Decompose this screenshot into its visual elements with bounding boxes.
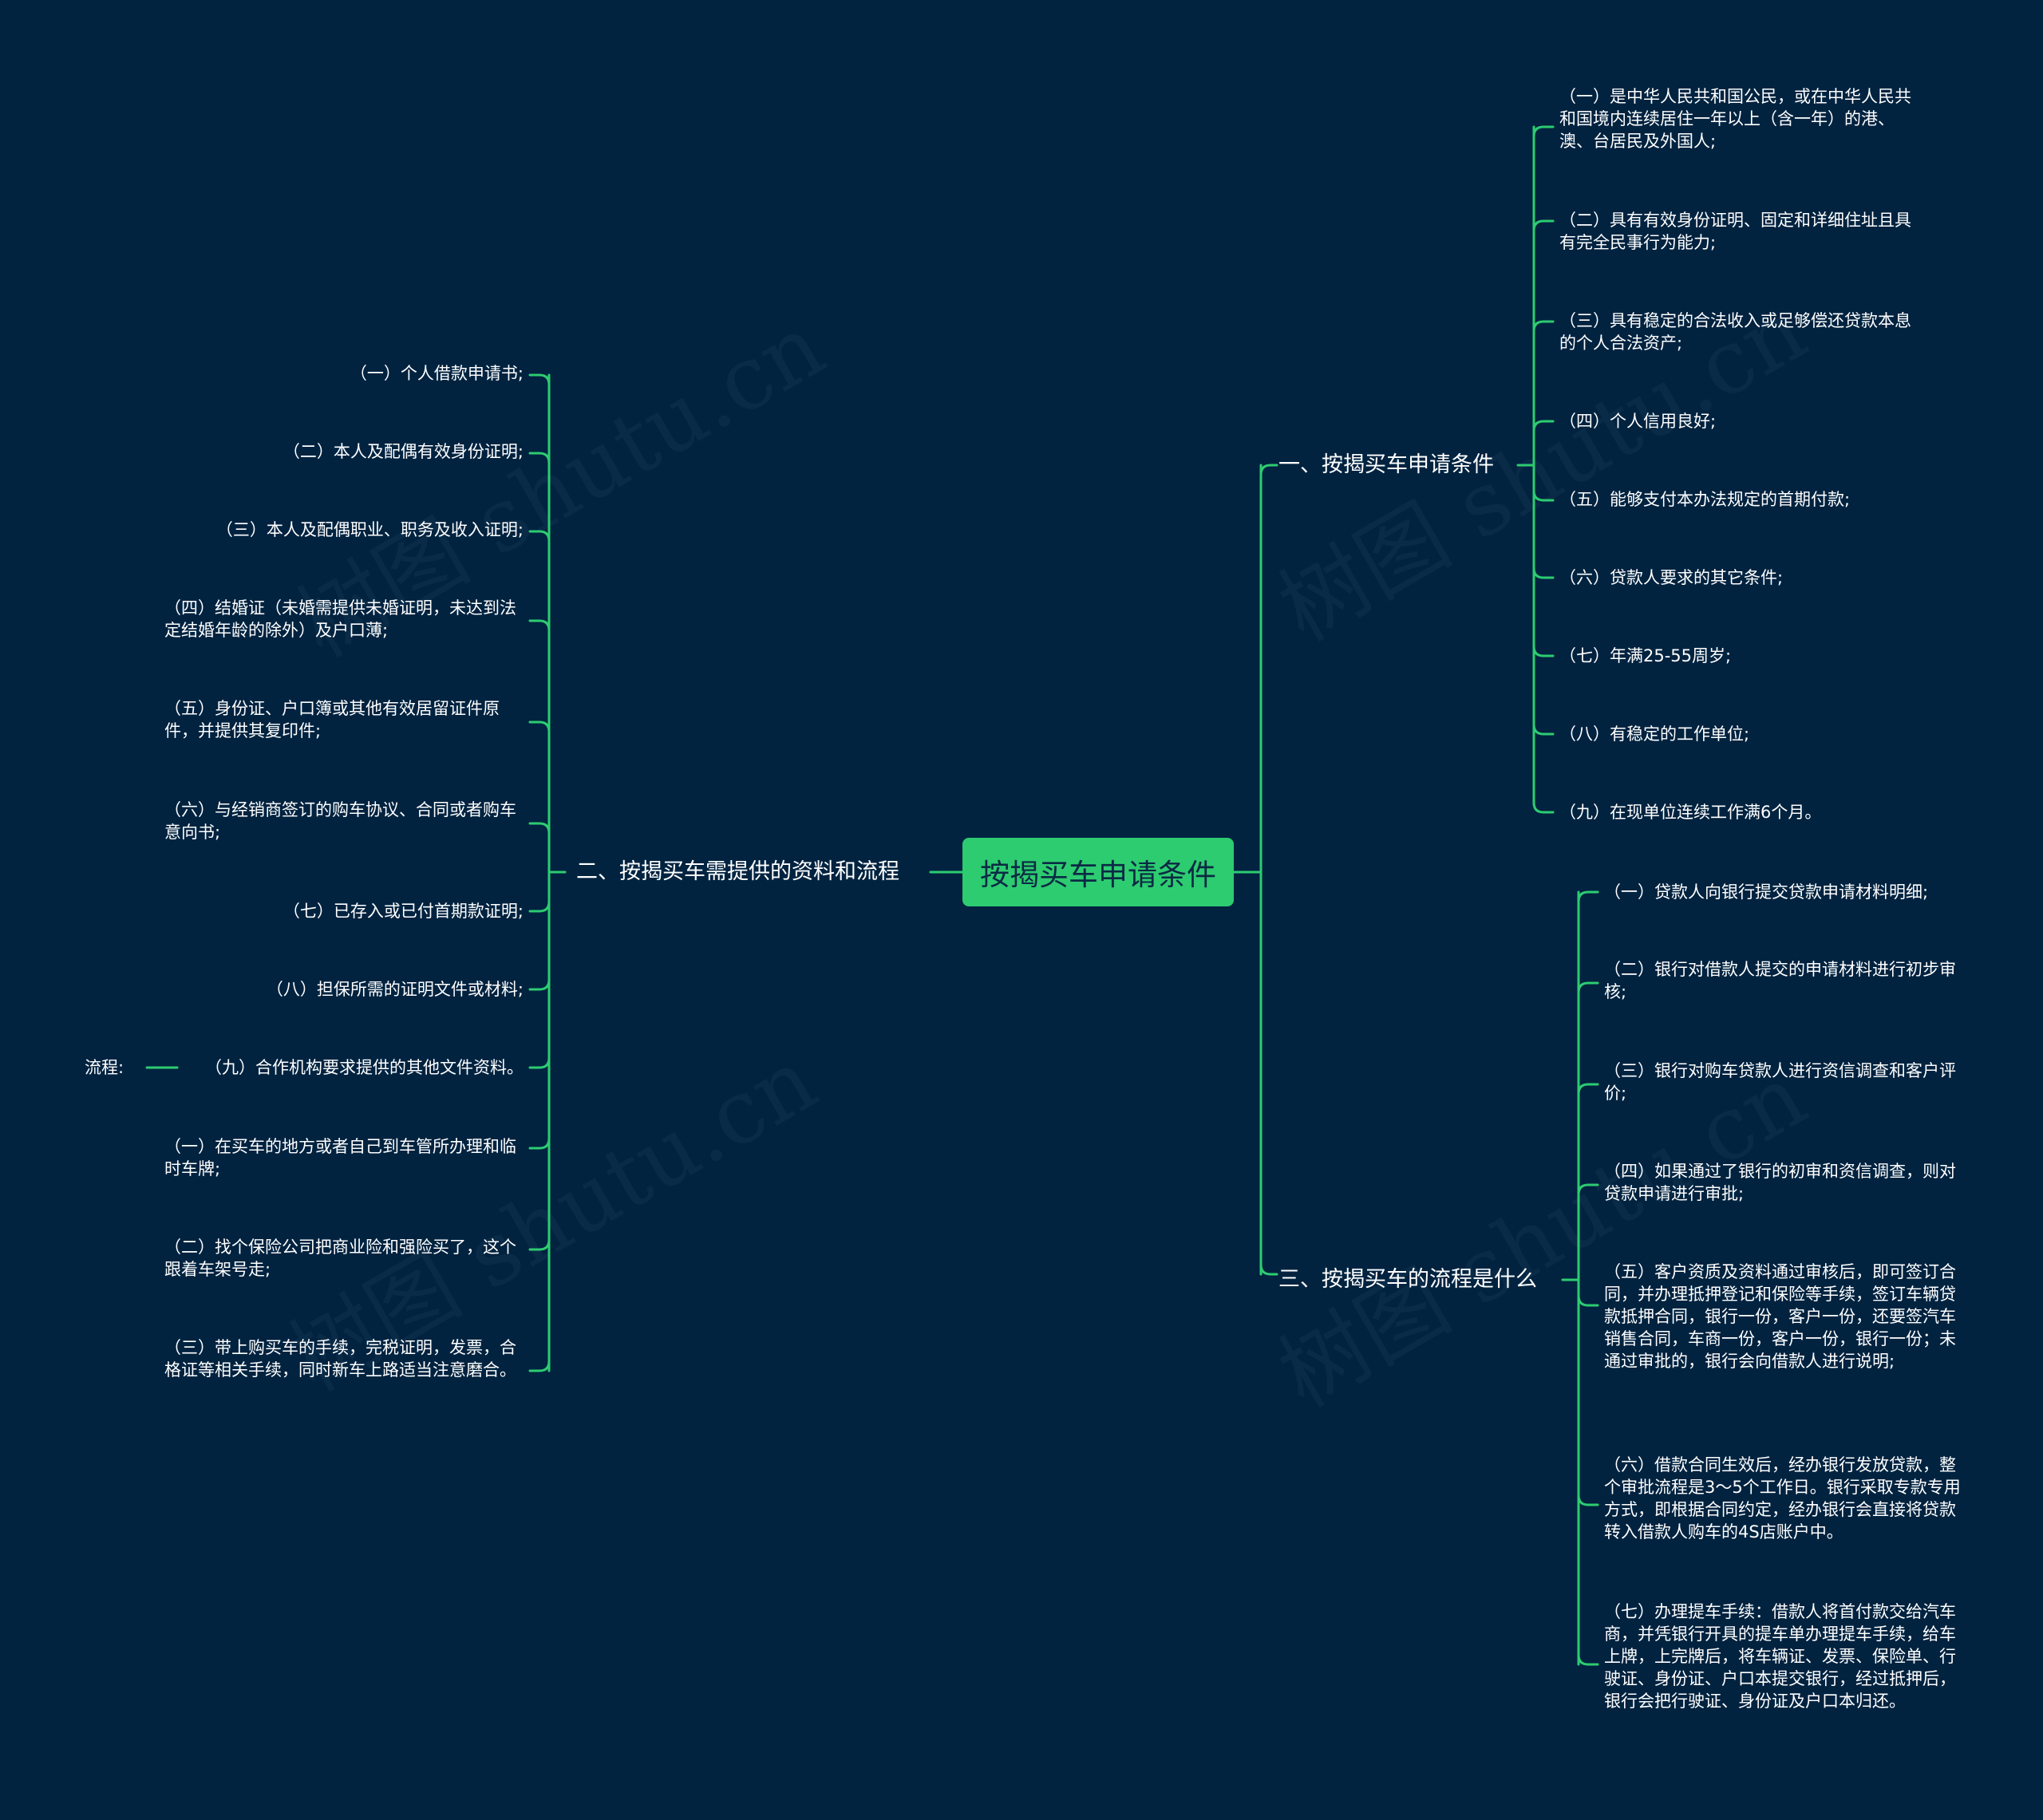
leaf-node[interactable]: （九）合作机构要求提供的其他文件资料。 [205,1058,524,1077]
connector-b3 [1259,1263,1278,1276]
leaf-node[interactable]: （五）身份证、户口簿或其他有效居留证件原件，并提供其复印件; [164,699,500,740]
leaf-node[interactable]: （四）如果通过了银行的初审和资信调查，则对贷款申请进行审批; [1604,1162,1956,1203]
leaf-node[interactable]: （四）结婚证（未婚需提供未婚证明，未达到法定结婚年龄的除外）及户口薄; [164,598,516,640]
leaf-node[interactable]: （九）在现单位连续工作满6个月。 [1559,803,1822,822]
leaf-node[interactable]: （二）具有有效身份证明、固定和详细住址且具有完全民事行为能力; [1559,211,1911,252]
leaf-node[interactable]: （五）客户资质及资料通过审核后，即可签订合同，并办理抵押登记和保险等手续，签订车… [1604,1262,1956,1371]
leaf-node[interactable]: （二）本人及配偶有效身份证明; [283,442,524,461]
branch-node-materials[interactable]: 二、按揭买车需提供的资料和流程 [576,859,899,884]
branch-node-process[interactable]: 三、按揭买车的流程是什么 [1278,1267,1537,1292]
leaf-node[interactable]: （七）年满25-55周岁; [1559,646,1732,665]
leaf-node[interactable]: （七）已存入或已付首期款证明; [283,902,524,921]
leaf-node[interactable]: （一）是中华人民共和国公民，或在中华人民共和国境内连续居住一年以上（含一年）的港… [1559,87,1911,151]
leaf-node[interactable]: （三）银行对购车贷款人进行资信调查和客户评价; [1604,1061,1956,1103]
leaf-node[interactable]: （八）有稳定的工作单位; [1559,724,1750,744]
leaf-node[interactable]: （六）贷款人要求的其它条件; [1559,568,1784,587]
root-node[interactable]: 按揭买车申请条件 [962,838,1234,906]
leaf-node[interactable]: （五）能够支付本办法规定的首期付款; [1559,490,1851,509]
leaf-node[interactable]: （一）个人借款申请书; [350,364,524,383]
flow-label[interactable]: 流程: [85,1058,124,1077]
leaf-node[interactable]: （二）找个保险公司把商业险和强险买了，这个跟着车架号走; [164,1238,516,1279]
leaf-node[interactable]: （三）具有稳定的合法收入或足够偿还贷款本息的个人合法资产; [1559,311,1911,353]
leaf-node[interactable]: （七）办理提车手续：借款人将首付款交给汽车商，并凭银行开具的提车单办理提车手续，… [1604,1602,1956,1711]
leaf-node[interactable]: （三）本人及配偶职业、职务及收入证明; [215,520,524,539]
branch-node-conditions[interactable]: 一、按揭买车申请条件 [1278,452,1494,477]
leaf-node[interactable]: （六）与经销商签订的购车协议、合同或者购车意向书; [164,800,516,842]
leaf-node[interactable]: （四）个人信用良好; [1559,412,1717,431]
leaf-node[interactable]: （一）贷款人向银行提交贷款申请材料明细; [1604,882,1929,902]
leaf-node[interactable]: （八）担保所需的证明文件或材料; [266,980,524,999]
leaf-node[interactable]: （一）在买车的地方或者自己到车管所办理和临时车牌; [164,1137,516,1178]
leaf-node[interactable]: （六）借款合同生效后，经办银行发放贷款，整个审批流程是3～5个工作日。银行采取专… [1604,1455,1961,1542]
leaf-node[interactable]: （三）带上购买车的手续，完税证明，发票，合格证等相关手续，同时新车上路适当注意磨… [164,1338,516,1380]
connector-b1 [1259,464,1278,476]
leaf-node[interactable]: （二）银行对借款人提交的申请材料进行初步审核; [1604,960,1956,1001]
